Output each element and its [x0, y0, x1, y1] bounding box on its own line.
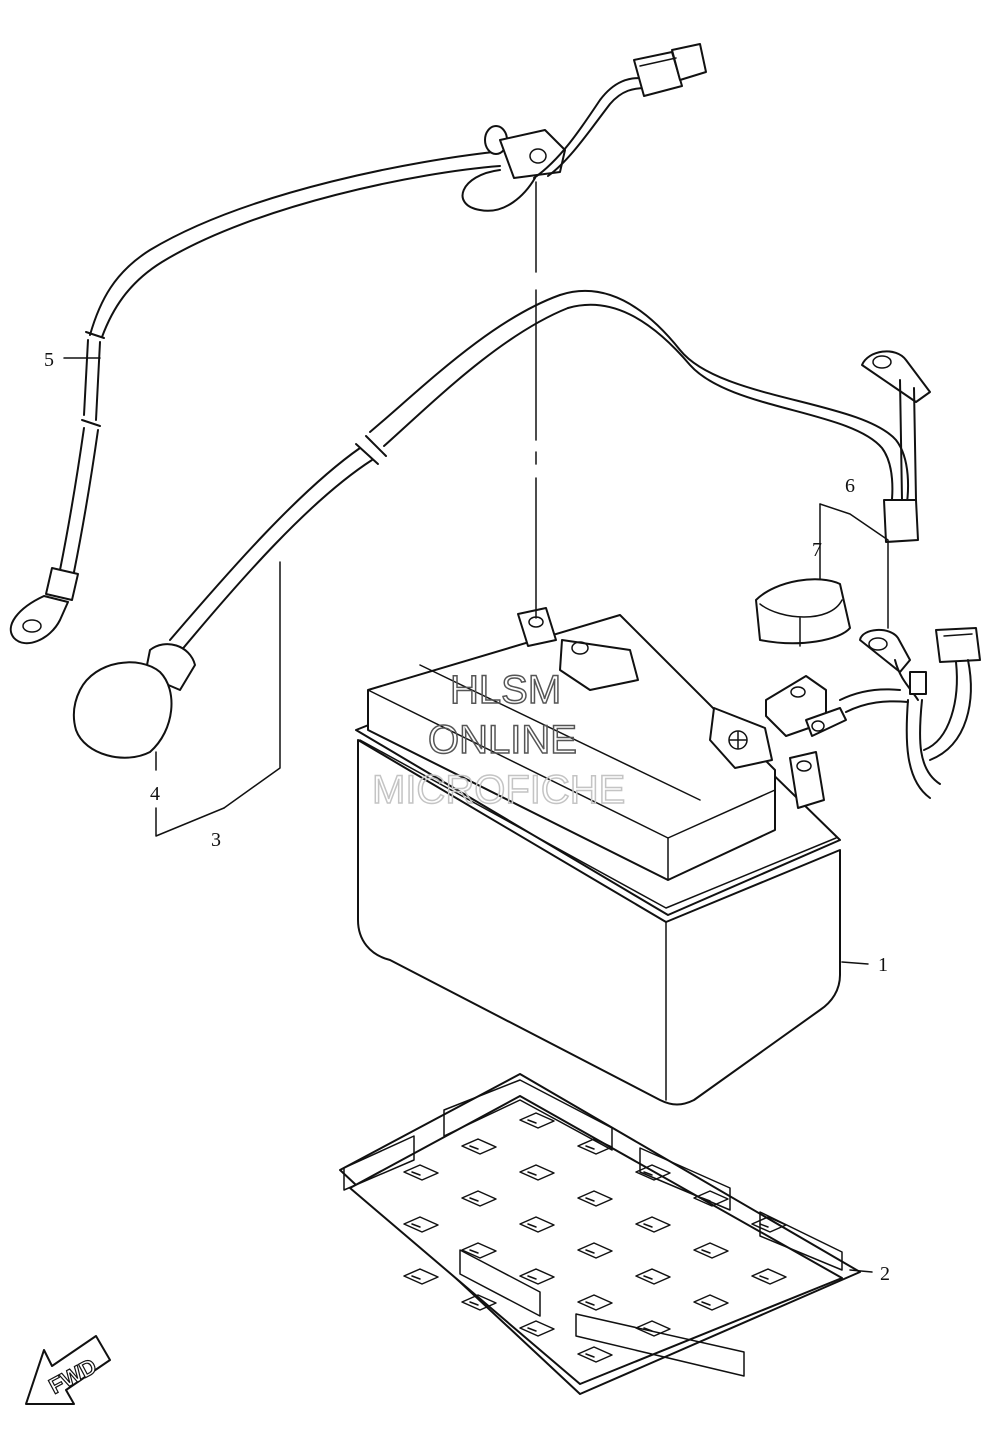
- tray-slot: [403, 1268, 439, 1285]
- tray-slot: [577, 1138, 613, 1155]
- tray-slot: [519, 1268, 555, 1285]
- tray-slot: [693, 1294, 729, 1311]
- watermark-line-2: ONLINE: [428, 718, 577, 762]
- tray-slot: [577, 1190, 613, 1207]
- callout-3: 3: [211, 829, 221, 851]
- tray-slot: [461, 1138, 497, 1155]
- callout-5: 5: [44, 349, 54, 371]
- callout-7: 7: [812, 539, 822, 561]
- tray-slot: [403, 1216, 439, 1233]
- tray-slot: [519, 1320, 555, 1337]
- tray-slot: [693, 1190, 729, 1207]
- callout-6: 6: [845, 475, 855, 497]
- callout-labels: 1 2 3 4 5 6 7: [44, 349, 890, 1285]
- tray-slot: [577, 1242, 613, 1259]
- tray-slot: [403, 1164, 439, 1181]
- tray-slot: [693, 1242, 729, 1259]
- arrow-left-down-icon: [25, 1335, 111, 1405]
- tray-slots: [403, 1112, 787, 1363]
- callout-4: 4: [150, 783, 160, 805]
- tray-slot: [577, 1294, 613, 1311]
- callout-1: 1: [878, 954, 888, 976]
- watermark-line-1: HLSM: [450, 668, 561, 712]
- tray-slot: [751, 1268, 787, 1285]
- leader-lines: [155, 561, 281, 837]
- tray-slot: [635, 1268, 671, 1285]
- tray-slot: [635, 1164, 671, 1181]
- tray-slot: [519, 1164, 555, 1181]
- part-5-negative-cable: [9, 43, 707, 645]
- part-6-starter-relay: [765, 503, 981, 799]
- tray-slot: [519, 1112, 555, 1129]
- part-3-positive-cable: [169, 289, 931, 653]
- part-2-battery-tray: [339, 1073, 873, 1395]
- tray-slot: [635, 1320, 671, 1337]
- watermark: HLSM ONLINE MICROFICHE: [371, 667, 626, 813]
- tray-slot: [577, 1346, 613, 1363]
- callout-2: 2: [880, 1263, 890, 1285]
- tray-slot: [461, 1190, 497, 1207]
- part-7-relay-cap: [755, 578, 851, 647]
- part-1-battery: [355, 181, 869, 1106]
- tray-slot: [461, 1294, 497, 1311]
- tray-slot: [635, 1216, 671, 1233]
- fwd-direction-indicator: FWD: [25, 1335, 111, 1405]
- tray-slot: [751, 1216, 787, 1233]
- part-4-terminal-cover: [72, 643, 196, 759]
- watermark-line-3: MICROFICHE: [372, 768, 625, 812]
- tray-slot: [519, 1216, 555, 1233]
- tray-slot: [461, 1242, 497, 1259]
